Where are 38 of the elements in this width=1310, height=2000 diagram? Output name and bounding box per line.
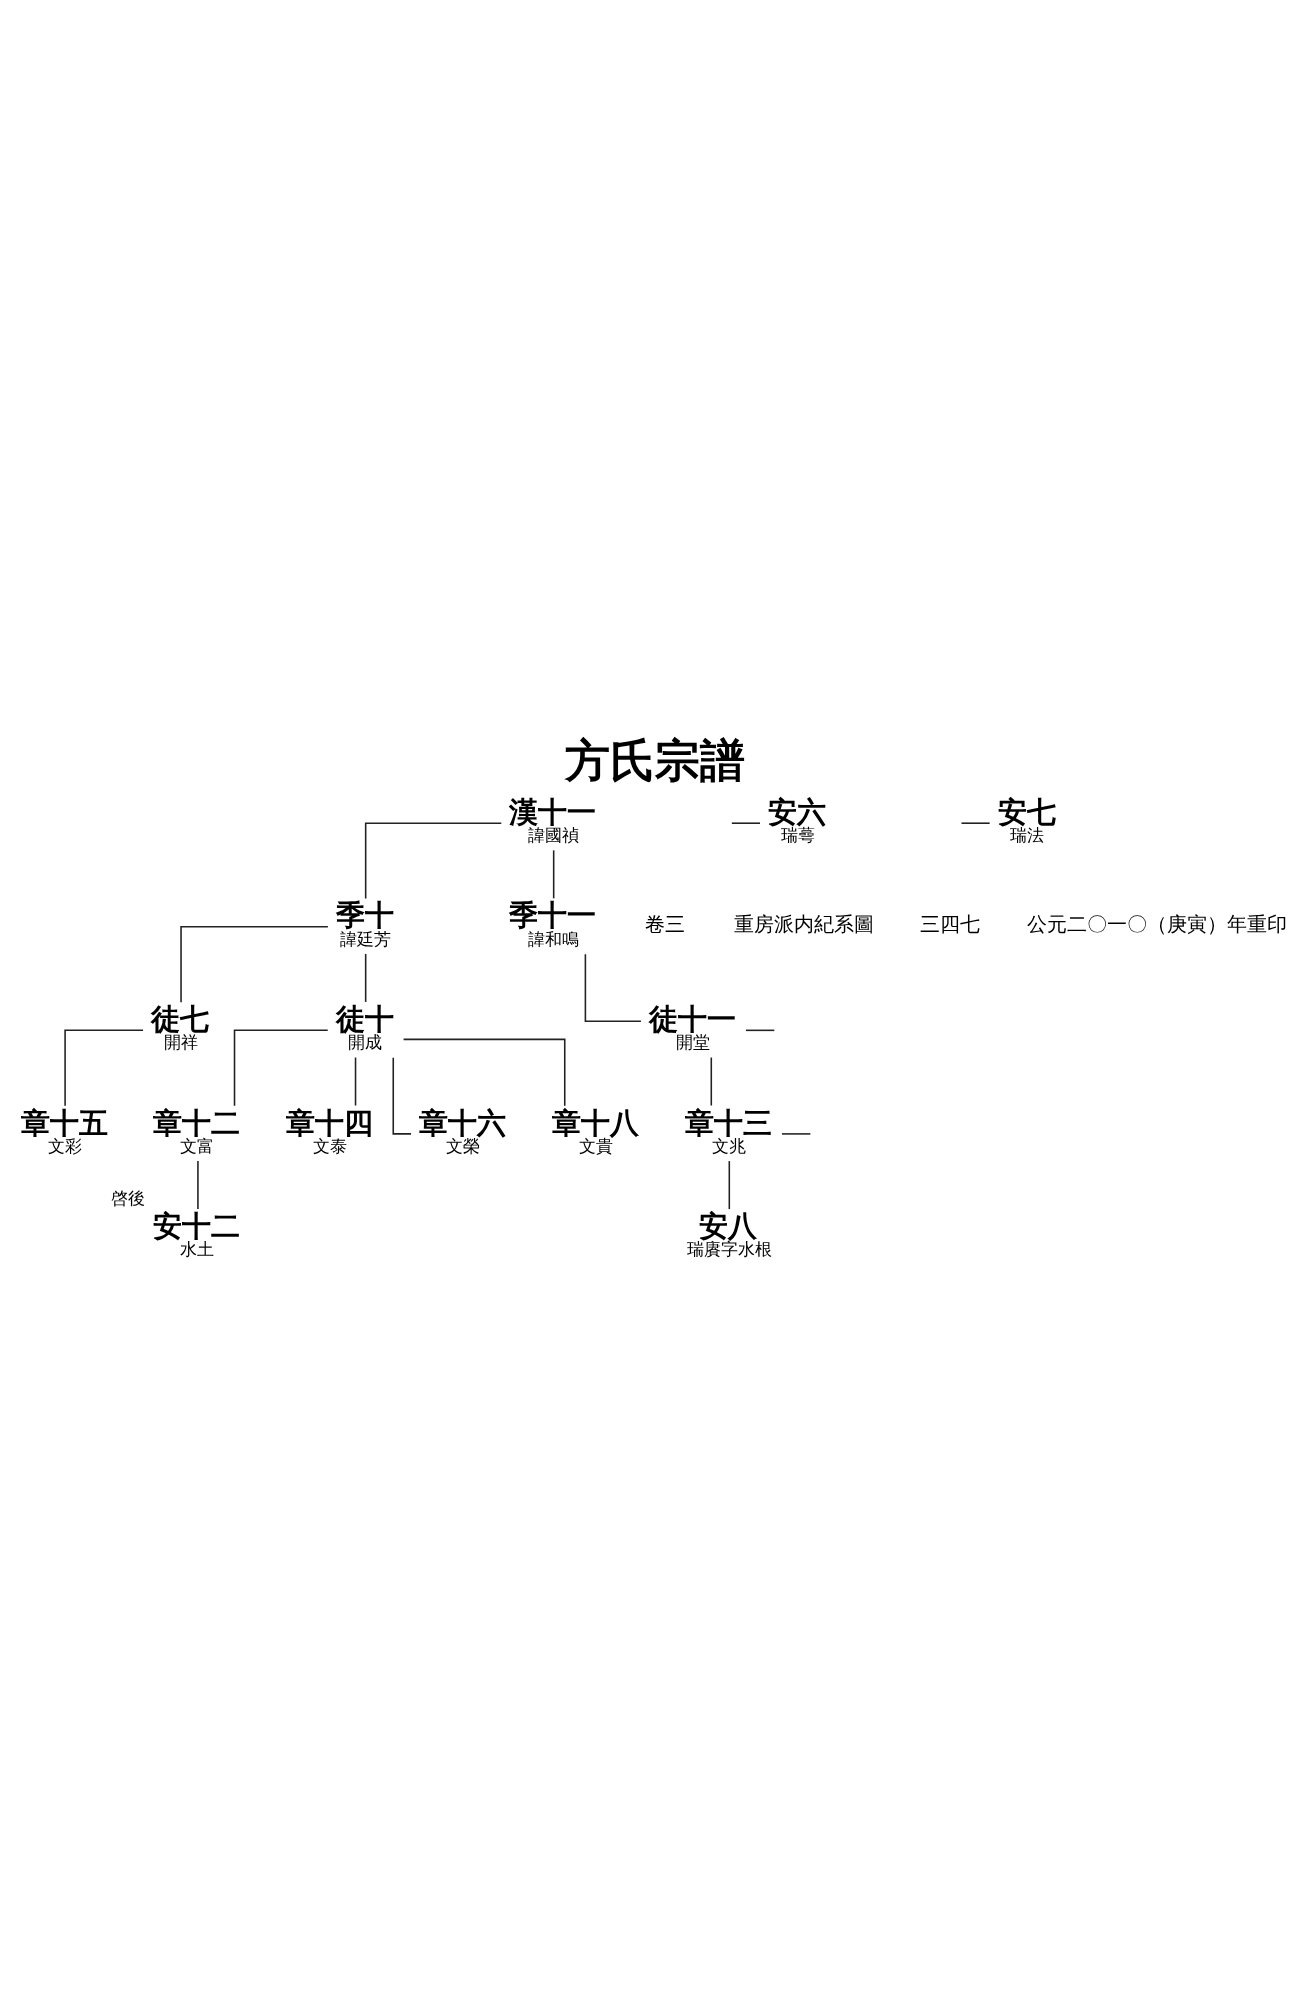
node-text: 漢十一 諱國禎 — [509, 794, 597, 845]
node-text: 季十 諱廷芳 — [335, 897, 394, 949]
connector — [584, 952, 642, 1022]
node-text: 章十三 文兆 — [684, 1105, 772, 1156]
node-text: 安八 瑞賡字水根 — [686, 1208, 772, 1259]
connector — [354, 1056, 357, 1106]
connector — [781, 1132, 812, 1135]
diagram-title: 方氏宗譜 — [564, 733, 745, 787]
connector — [960, 821, 991, 824]
node-label: 啓後 — [111, 1187, 146, 1208]
node-text: 季十一 諱和鳴 — [509, 897, 597, 949]
connector — [402, 1038, 566, 1106]
connector — [710, 1056, 713, 1106]
connector — [731, 821, 761, 824]
label: 卷三 — [645, 911, 686, 936]
node-text: 安七 瑞法 — [997, 794, 1056, 845]
connector — [364, 821, 503, 899]
node-text: 章十四 文泰 — [286, 1105, 374, 1156]
node-text: 章十六 文榮 — [419, 1105, 507, 1156]
connector — [364, 952, 367, 1003]
connector — [233, 1029, 329, 1107]
connector — [552, 849, 555, 899]
node-text: 章十八 文貴 — [551, 1105, 639, 1156]
label: 重房派内紀系圖 — [733, 911, 874, 936]
node-text: 章十五 文彩 — [20, 1105, 108, 1156]
node-text: 徒十一 開堂 — [648, 1001, 736, 1052]
connector — [745, 1029, 776, 1031]
label: 三四七 — [919, 911, 980, 936]
connector — [728, 1159, 731, 1210]
label: 公元二〇一〇（庚寅）年重印 — [1027, 911, 1288, 936]
connector — [180, 925, 329, 1003]
connector — [197, 1159, 199, 1210]
node-text: 徒十 開成 — [335, 1001, 394, 1052]
node-text: 安六 瑞蕚 — [768, 794, 827, 845]
node-text: 徒七 開祥 — [151, 1001, 210, 1052]
node-text: 章十二 文富 — [153, 1105, 241, 1156]
node-text: 安十二 水土 — [153, 1208, 241, 1259]
connector — [64, 1029, 144, 1107]
